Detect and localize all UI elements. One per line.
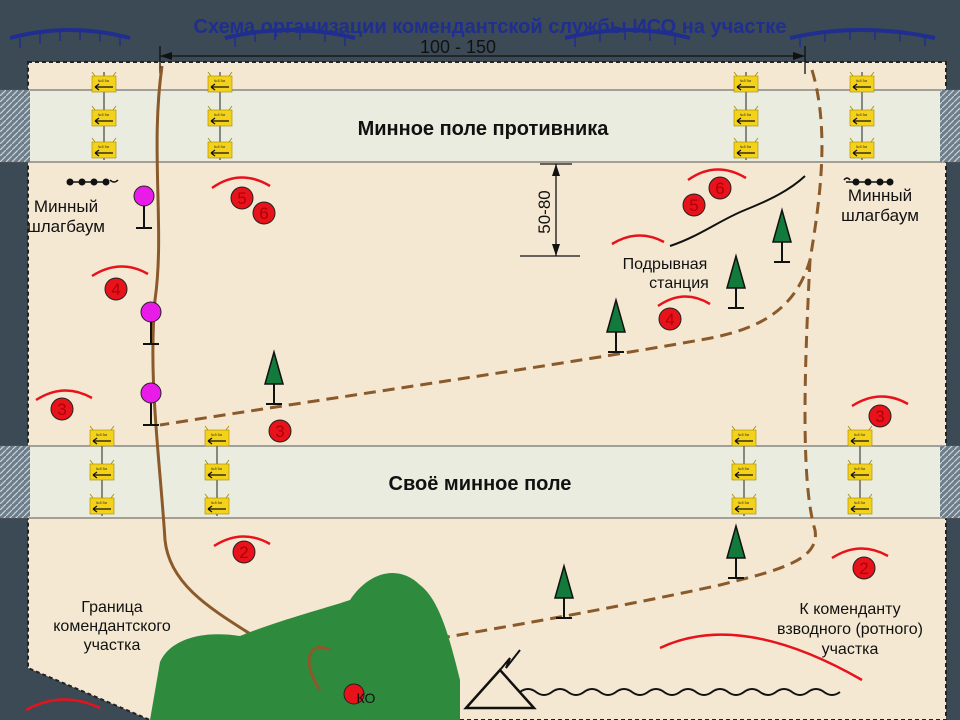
barrier-left-label-2: шлагбаум	[27, 217, 105, 236]
post-number: 6	[715, 179, 724, 198]
minefield-signs-own	[89, 425, 873, 516]
boundary-label-2: комендантского	[53, 618, 171, 635]
observation-post-m2a: 2	[232, 540, 256, 564]
post-number: 3	[875, 407, 884, 426]
own-minefield-strip	[0, 445, 960, 519]
post-number: 3	[275, 422, 284, 441]
post-circle	[232, 540, 256, 564]
commandant-label-3: участка	[822, 641, 879, 658]
post-circle	[230, 186, 254, 210]
enemy-minefield-label: Минное поле противника	[358, 118, 610, 140]
observation-post-m3b: 3	[268, 419, 292, 443]
patrol-route-lower	[321, 259, 817, 662]
forest-area	[150, 573, 460, 720]
post-number: 3	[57, 400, 66, 419]
blast-station-label-2: станция	[649, 275, 709, 292]
observation-post-m6b: 6	[708, 176, 732, 200]
observation-post-m4b: 4	[658, 307, 682, 331]
barrier-right-label-1: Минный	[848, 186, 912, 205]
ko-label: КО	[357, 690, 376, 706]
boundary-label-3: участка	[84, 637, 141, 654]
sign-column-5	[89, 425, 115, 516]
tree-icon	[606, 297, 626, 353]
commandant-label-2: взводного (ротного)	[777, 621, 923, 638]
blast-wire	[669, 175, 806, 247]
observation-post-m4a: 4	[104, 277, 128, 301]
commandant-label-1: К коменданту	[799, 601, 900, 618]
observation-post-m3a: 3	[50, 397, 74, 421]
tree-icon	[772, 207, 792, 263]
sign-column-3	[733, 71, 759, 160]
post-circle	[50, 397, 74, 421]
sign-column-8	[847, 425, 873, 516]
tree-icon	[726, 523, 746, 579]
observation-post-m3c: 3	[868, 404, 892, 428]
ko-command-post: КО	[343, 683, 376, 706]
barrier-post-2	[140, 301, 162, 345]
post-number: 2	[859, 559, 868, 578]
observation-post-m5b: 5	[682, 193, 706, 217]
post-circle	[852, 556, 876, 580]
post-number: 5	[689, 196, 698, 215]
sector-boundary-line	[151, 65, 324, 691]
forest-path	[307, 646, 331, 691]
trees	[264, 207, 792, 639]
post-circle	[104, 277, 128, 301]
dimension-width-label: 100 - 150	[420, 37, 496, 57]
blast-station-label-1: Подрывная	[623, 256, 708, 273]
wire-obstacle-line	[519, 688, 841, 696]
observation-post-m5a: 5	[230, 186, 254, 210]
sign-column-4	[849, 71, 875, 160]
barrier-left-label-1: Минный	[34, 197, 98, 216]
patrol-route-upper	[159, 69, 824, 427]
enemy-minefield-strip	[0, 89, 960, 163]
boundary-label-1: Граница	[81, 599, 143, 616]
mine-barrier-left: Минный шлагбаум	[27, 178, 119, 236]
post-number: 6	[259, 204, 268, 223]
sign-column-1	[91, 71, 117, 160]
post-circle	[708, 176, 732, 200]
dimension-depth: 50-80	[520, 163, 580, 257]
sign-column-6	[204, 425, 230, 516]
barrier-right-label-2: шлагбаум	[841, 206, 919, 225]
observation-post-m2b: 2	[852, 556, 876, 580]
post-circle	[658, 307, 682, 331]
page-title: Схема организации комендантской службы И…	[194, 16, 787, 38]
dimension-width: 100 - 150	[159, 37, 806, 74]
post-circle	[268, 419, 292, 443]
tree-icon	[554, 563, 574, 619]
observation-post-m6a: 6	[252, 201, 276, 225]
post-circle	[682, 193, 706, 217]
sector-ground	[27, 61, 947, 720]
barrier-post-3	[140, 382, 162, 426]
post-number: 4	[111, 280, 120, 299]
post-number: 2	[239, 543, 248, 562]
tree-icon	[726, 253, 746, 309]
minefield-signs-enemy	[91, 71, 875, 160]
post-circle	[252, 201, 276, 225]
enemy-trench-ticks	[19, 29, 926, 48]
post-number: 5	[237, 189, 246, 208]
own-minefield-label: Своё минное поле	[389, 473, 572, 495]
observation-point-symbol	[463, 649, 537, 710]
post-circle	[868, 404, 892, 428]
barrier-post-1	[133, 185, 155, 229]
mine-barrier-right: Минный шлагбаум	[841, 177, 919, 225]
dimension-depth-label: 50-80	[535, 190, 554, 233]
enemy-trench-line	[9, 28, 936, 40]
tree-icon	[264, 349, 284, 405]
sign-column-7	[731, 425, 757, 516]
sign-column-2	[207, 71, 233, 160]
post-number: 4	[665, 310, 674, 329]
